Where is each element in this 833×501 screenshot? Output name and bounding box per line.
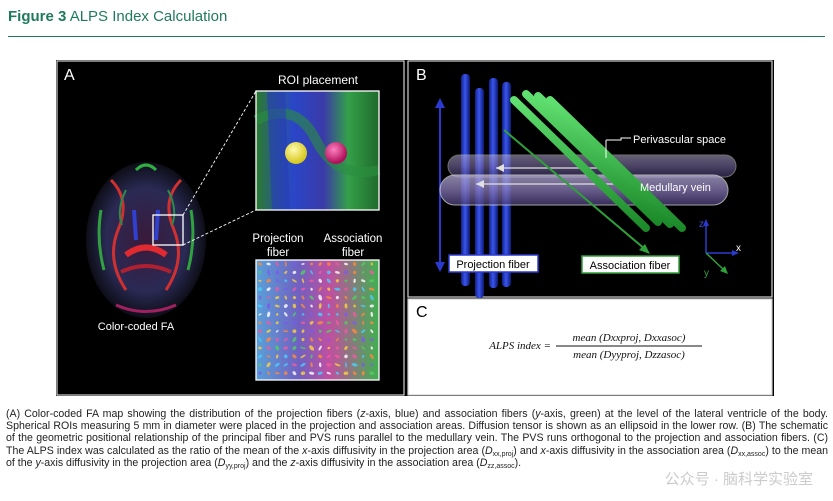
alps-lhs: ALPS index = (488, 340, 551, 352)
figure-label: Figure 3 (8, 8, 67, 25)
caption-italic: y (535, 408, 541, 420)
axes-triad: z x y (699, 219, 741, 279)
projection-label-line2: fiber (267, 247, 290, 259)
caption-italic: x (540, 444, 546, 457)
projection-fiber-label: Projection fiber (456, 259, 530, 271)
figure-panels: A ROI placement Color-coded FA Projectio… (56, 60, 773, 396)
projection-fiber-box (448, 254, 539, 273)
zoom-line-bottom (182, 209, 257, 246)
alps-numerator: mean (Dxxproj, Dxxasoc) (573, 332, 686, 344)
association-fiber-label: Association fiber (590, 260, 671, 272)
association-label-line2: fiber (342, 247, 365, 259)
tensor-ellipsoid-map (255, 259, 380, 381)
caption-italic: D (479, 456, 488, 469)
caption-subscript: yy,proj (225, 462, 246, 470)
z-axis-label: z (699, 219, 704, 230)
caption-text: -axis diffusivity in the projection area… (40, 456, 218, 469)
title-divider (8, 36, 825, 37)
caption-text: -axis, blue) and association fibers ( (365, 408, 536, 420)
panel-a-letter: A (64, 67, 75, 84)
caption-italic: y (35, 456, 41, 469)
roi-zoom-image (253, 90, 381, 211)
caption-text: -axis, green) at the level of the latera… (6, 408, 828, 457)
x-axis-label: x (736, 243, 741, 254)
caption-text: -axis diffusivity in the association are… (295, 456, 480, 469)
watermark: 公众号 · 脑科学实验室 (664, 471, 813, 488)
caption-text: ) and (513, 444, 541, 457)
medullary-vein-tube (439, 154, 737, 206)
projection-label-line1: Projection (252, 233, 303, 245)
caption-italic: D (730, 444, 739, 457)
caption-text: (A) Color-coded FA map showing the distr… (6, 408, 361, 420)
projection-roi-sphere (285, 142, 307, 164)
association-label-line1: Association (324, 233, 383, 245)
panel-c-letter: C (416, 304, 428, 321)
roi-placement-label: ROI placement (278, 73, 359, 87)
caption-subscript: zz,assoc (487, 462, 515, 470)
alps-denominator: mean (Dyyproj, Dzzasoc) (573, 349, 685, 361)
caption-text: ). (514, 456, 522, 469)
figure-caption: (A) Color-coded FA map showing the distr… (6, 408, 828, 470)
caption-text: ) and the (245, 456, 291, 469)
fa-brain-map (86, 162, 206, 318)
caption-subscript: xx,proj (492, 450, 514, 458)
association-roi-sphere (325, 142, 347, 164)
roi-box (152, 214, 184, 246)
figure-name: ALPS Index Calculation (69, 8, 228, 25)
y-direction-arrow (503, 129, 647, 251)
caption-italic: z (290, 456, 296, 469)
zoom-line-top (182, 90, 257, 216)
caption-text: ) to the mean of the (6, 444, 828, 469)
association-fiber-box (581, 255, 680, 274)
vein-label: Medullary vein (640, 182, 711, 194)
caption-text: -axis diffusivity in the association are… (545, 444, 731, 457)
figure-title: Figure 3 ALPS Index Calculation (8, 8, 227, 25)
caption-italic: D (217, 456, 226, 469)
y-axis-label: y (704, 268, 709, 279)
panel-b-letter: B (416, 67, 427, 84)
association-fiber-tubes (503, 90, 686, 254)
caption-subscript: xx,assoc (738, 450, 766, 458)
caption-italic: z (360, 408, 366, 420)
fa-label: Color-coded FA (98, 321, 175, 333)
pvs-label: Perivascular space (633, 134, 726, 146)
figure-image: A ROI placement Color-coded FA Projectio… (56, 60, 774, 396)
caption-italic: D (484, 444, 493, 457)
caption-text: -axis diffusivity in the projection area… (307, 444, 485, 457)
caption-italic: x (302, 444, 308, 457)
